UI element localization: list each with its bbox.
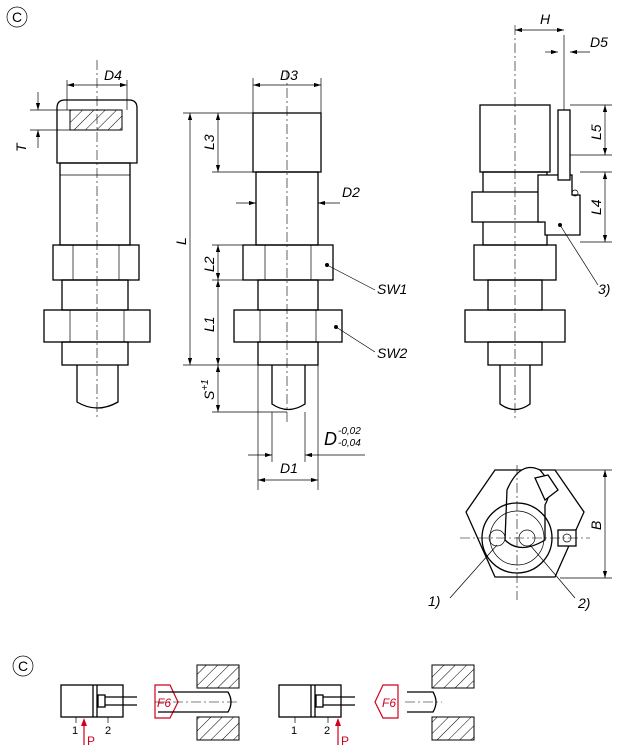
cylinder-right: 1 2 P [278, 684, 355, 748]
function-diagram: C 1 2 P F6 1 2 [12, 655, 475, 748]
dim-d2: D2 [342, 184, 360, 200]
dim-sw2: SW2 [377, 345, 408, 361]
callout-2: 2) [577, 595, 590, 611]
dim-t: T [13, 142, 29, 152]
svg-text:P: P [341, 734, 349, 748]
dim-s: S+1 [200, 379, 217, 400]
svg-text:C: C [12, 9, 22, 25]
dim-d: D [324, 429, 337, 449]
section-marker: C [6, 6, 28, 28]
force-arrow-left: F6 [374, 684, 399, 719]
callout-3: 3) [598, 281, 610, 297]
dim-h: H [540, 11, 551, 27]
dim-l5: L5 [588, 124, 604, 140]
section-marker-2: C [18, 658, 28, 674]
released-pin-right [405, 664, 475, 741]
side-view-plunger: D3 D2 L L3 L2 L1 S+1 SW1 SW2 D -0,02 -0,… [173, 67, 408, 490]
dim-d4: D4 [104, 67, 122, 83]
svg-text:P: P [87, 734, 95, 748]
dim-l3: L3 [201, 134, 217, 150]
dim-l2: L2 [201, 256, 217, 272]
svg-text:F6: F6 [382, 696, 396, 710]
dim-l1: L1 [201, 316, 217, 332]
dim-l: L [173, 237, 189, 245]
bottom-view: B 1) 2) [428, 465, 612, 611]
dim-l4: L4 [588, 199, 604, 215]
svg-text:F6: F6 [157, 696, 171, 710]
callout-1: 1) [428, 593, 440, 609]
dim-d-tol-lower: -0,04 [338, 438, 361, 449]
dim-d3: D3 [280, 67, 298, 83]
force-arrow-right: F6 [154, 684, 179, 719]
svg-text:1: 1 [291, 725, 297, 737]
svg-text:1: 1 [72, 725, 78, 737]
svg-text:2: 2 [324, 725, 330, 737]
svg-text:2: 2 [105, 725, 111, 737]
dim-b: B [588, 521, 604, 530]
dim-sw1: SW1 [377, 281, 407, 297]
cylinder-left: 1 2 P [60, 684, 137, 748]
locked-pin-left [155, 664, 240, 741]
dim-d-tol-upper: -0,02 [338, 426, 361, 437]
sensor-view-plunger: H D5 L5 L4 3) [464, 11, 612, 420]
dim-d5: D5 [590, 34, 608, 50]
dim-d1: D1 [280, 460, 298, 476]
front-view-plunger: D4 T [13, 60, 151, 420]
